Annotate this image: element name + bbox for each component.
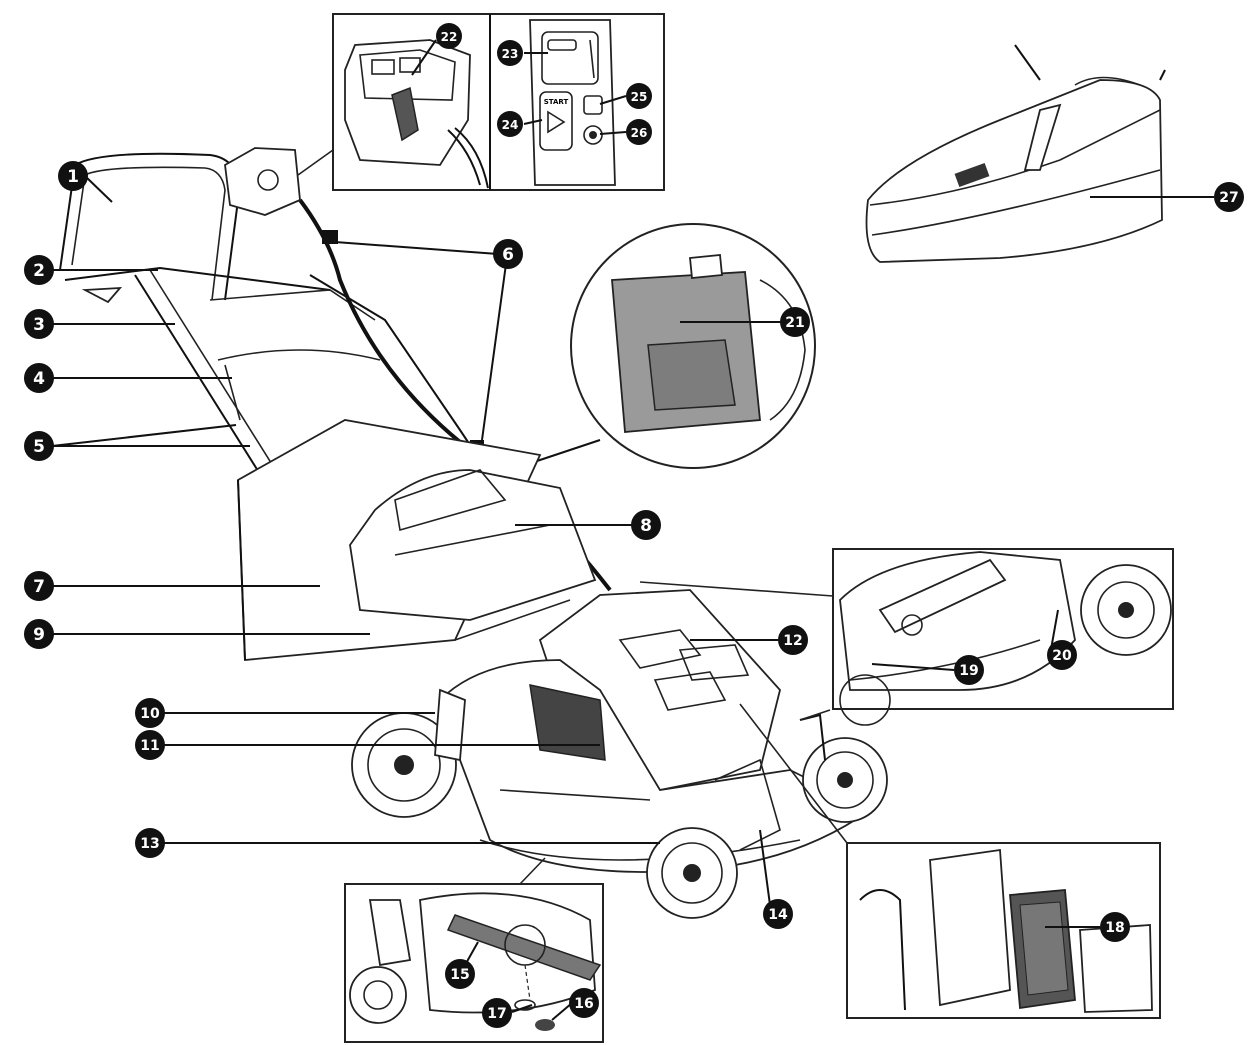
badge-4-label: 4 xyxy=(33,369,45,389)
badge-16-label: 16 xyxy=(574,996,593,1012)
inset-height-adjust xyxy=(832,548,1174,726)
badge-25: 25 xyxy=(626,83,652,109)
badge-11-label: 11 xyxy=(140,738,159,754)
badge-7: 7 xyxy=(24,571,54,601)
badge-7-label: 7 xyxy=(33,577,45,597)
badge-6: 6 xyxy=(493,239,523,269)
badge-19: 19 xyxy=(954,655,984,685)
badge-24: 24 xyxy=(497,111,523,137)
badge-10-label: 10 xyxy=(140,706,160,722)
badge-5-label: 5 xyxy=(33,437,45,457)
badge-13-label: 13 xyxy=(140,836,159,852)
badge-15-label: 15 xyxy=(450,967,469,983)
badge-15: 15 xyxy=(445,959,475,989)
badge-8-label: 8 xyxy=(640,516,652,536)
badge-10: 10 xyxy=(135,698,165,728)
badge-22-label: 22 xyxy=(441,30,458,44)
badge-25-label: 25 xyxy=(631,90,648,104)
inset-grass-box xyxy=(865,44,1166,263)
start-label: START xyxy=(544,98,569,106)
badge-21: 21 xyxy=(780,307,810,337)
badge-3: 3 xyxy=(24,309,54,339)
badge-14-label: 14 xyxy=(768,907,788,923)
badge-20-label: 20 xyxy=(1052,648,1072,664)
badge-16: 16 xyxy=(569,988,599,1018)
badge-12-label: 12 xyxy=(783,633,802,649)
badge-2-label: 2 xyxy=(33,261,45,281)
badge-2: 2 xyxy=(24,255,54,285)
badge-8: 8 xyxy=(631,510,661,540)
inset-control-box: START xyxy=(332,13,665,191)
inset-battery-cover xyxy=(509,223,816,471)
inset-safety-key xyxy=(846,842,1161,1019)
badge-23: 23 xyxy=(497,40,523,66)
front-wheel-left xyxy=(646,827,738,919)
inset-blade xyxy=(344,883,604,1043)
badge-27-label: 27 xyxy=(1219,190,1238,206)
badge-11: 11 xyxy=(135,730,165,760)
badge-9-label: 9 xyxy=(33,625,45,645)
badge-13: 13 xyxy=(135,828,165,858)
badge-21-label: 21 xyxy=(785,315,804,331)
badge-19-label: 19 xyxy=(959,663,978,679)
badge-17: 17 xyxy=(482,998,512,1028)
badge-26: 26 xyxy=(626,119,652,145)
badge-9: 9 xyxy=(24,619,54,649)
badge-18: 18 xyxy=(1100,912,1130,942)
badge-27: 27 xyxy=(1214,182,1244,212)
badge-6-label: 6 xyxy=(502,245,514,265)
badge-24-label: 24 xyxy=(502,118,519,132)
badge-26-label: 26 xyxy=(631,126,648,140)
badge-18-label: 18 xyxy=(1105,920,1124,936)
badge-4: 4 xyxy=(24,363,54,393)
badge-1: 1 xyxy=(58,161,88,191)
badge-3-label: 3 xyxy=(33,315,45,335)
badge-23-label: 23 xyxy=(502,47,519,61)
badge-22: 22 xyxy=(436,23,462,49)
badge-20: 20 xyxy=(1047,640,1077,670)
front-wheel-right xyxy=(802,737,888,823)
badge-5: 5 xyxy=(24,431,54,461)
mower-main xyxy=(59,147,888,919)
badge-12: 12 xyxy=(778,625,808,655)
number-badges: 1 2 3 4 5 6 7 8 9 10 11 12 13 14 15 16 1… xyxy=(24,23,1244,1028)
badge-14: 14 xyxy=(763,899,793,929)
badge-17-label: 17 xyxy=(487,1006,506,1022)
badge-1-label: 1 xyxy=(67,167,79,187)
